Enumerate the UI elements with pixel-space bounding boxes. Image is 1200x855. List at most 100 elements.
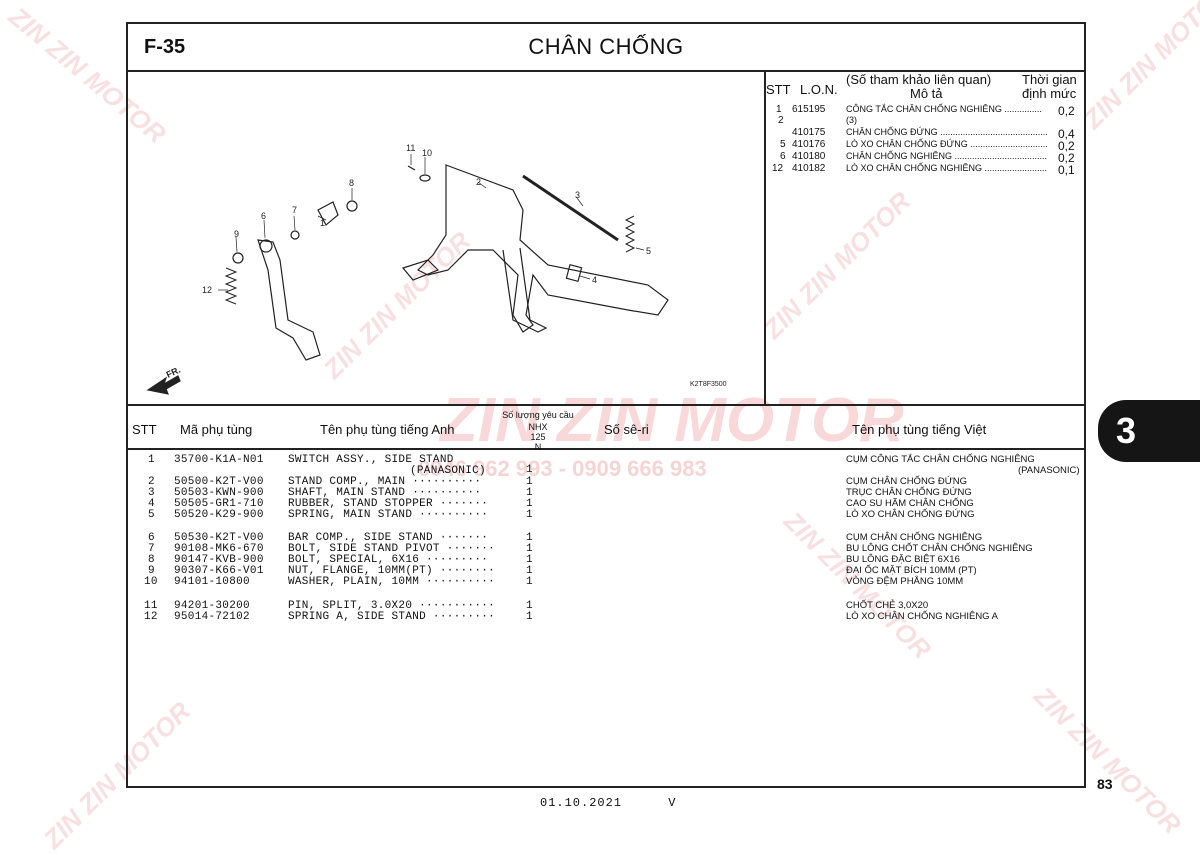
lon-time: 0,1 xyxy=(1058,163,1075,177)
footer-mark: V xyxy=(668,796,677,810)
cell-name-vn: LÒ XO CHÂN CHỐNG NGHIÊNG A xyxy=(846,611,999,622)
cell-part-no: 50520-K29-900 xyxy=(174,509,264,521)
lon-row: 1 615195 CÔNG TẮC CHÂN CHỐNG NGHIÊNG ...… xyxy=(764,104,1084,118)
cell-name-vn: BU LÔNG CHỐT CHÂN CHỐNG NGHIÊNG xyxy=(846,543,1033,554)
lon-header-desc-1: (Số tham khảo liên quan) xyxy=(846,72,992,87)
lon-desc: (3) xyxy=(846,115,857,125)
parts-table-header: STT Mã phụ tùng Tên phụ tùng tiếng Anh S… xyxy=(128,404,1084,452)
cell-part-no: 50505-GR1-710 xyxy=(174,498,264,510)
cell-stt: 1 xyxy=(148,454,155,466)
cell-stt: 2 xyxy=(148,476,155,488)
table-row: 10 94101-10800 WASHER, PLAIN, 10MM ·····… xyxy=(128,576,1084,588)
lon-header-time-2: định mức xyxy=(1022,86,1077,101)
callout-line xyxy=(293,215,296,231)
callout-6: 6 xyxy=(261,211,266,221)
table-row: 7 90108-MK6-670 BOLT, SIDE STAND PIVOT ·… xyxy=(128,543,1084,555)
page-footer: 01.10.2021 V xyxy=(540,796,676,810)
side-stand-pivot xyxy=(259,239,273,253)
cell-qty: 1 xyxy=(526,543,533,555)
cell-qty: 1 xyxy=(526,576,533,588)
lon-header-stt: STT xyxy=(766,82,791,97)
stand-diagram-svg: 1 2 3 4 5 6 7 8 9 10 11 12 FR. K2T8F3500 xyxy=(146,143,727,395)
callout-11: 11 xyxy=(406,143,415,153)
qty-header-line-3: 125 xyxy=(530,432,546,442)
table-row: 8 90147-KVB-900 BOLT, SPECIAL, 6X16 ····… xyxy=(128,554,1084,566)
lon-desc: LÒ XO CHÂN CHỐNG ĐỨNG ..................… xyxy=(846,139,1048,149)
cell-stt: 11 xyxy=(144,600,158,612)
table-row: 2 50500-K2T-V00 STAND COMP., MAIN ······… xyxy=(128,476,1084,488)
cell-stt: 3 xyxy=(148,487,155,499)
nut-part xyxy=(232,252,244,264)
lon-row: 2 (3) xyxy=(764,115,1084,126)
cell-name-vn: CỤM CÔNG TẮC CHÂN CHỐNG NGHIÊNG xyxy=(846,454,1035,465)
section-tab: 3 xyxy=(1098,400,1200,462)
lon-row: 12 410182 LÒ XO CHÂN CHỐNG NGHIÊNG .....… xyxy=(764,163,1084,177)
washer-part xyxy=(419,174,431,182)
cell-qty: 1 xyxy=(526,464,533,476)
cell-name-en: SWITCH ASSY., SIDE STAND xyxy=(288,454,454,466)
page-header: F-35 CHÂN CHỐNG xyxy=(128,24,1084,72)
figure-code: F-35 xyxy=(144,36,186,58)
exploded-diagram: 1 2 3 4 5 6 7 8 9 10 11 12 FR. K2T8F3500 xyxy=(128,70,766,404)
side-stand-switch-part xyxy=(317,201,339,226)
cell-part-no: 95014-72102 xyxy=(174,611,250,623)
lon-code: 410180 xyxy=(792,151,826,162)
lon-header-lon: L.O.N. xyxy=(800,82,838,97)
catalog-page-frame: F-35 CHÂN CHỐNG xyxy=(126,22,1086,788)
cell-name-vn: CỤM CHÂN CHỐNG NGHIÊNG xyxy=(846,532,983,543)
cell-name-en: NUT, FLANGE, 10MM(PT) ········ xyxy=(288,565,496,577)
cell-part-no: 90108-MK6-670 xyxy=(174,543,264,555)
qty-header-line-4: N xyxy=(534,442,542,452)
cell-part-no: 94101-10800 xyxy=(174,576,250,588)
col-header-qty: Số lượng yêu cầu NHX 125 N xyxy=(478,410,598,452)
cell-name-en: PIN, SPLIT, 3.0X20 ··········· xyxy=(288,600,496,612)
main-spring-part xyxy=(624,215,636,253)
cell-qty: 1 xyxy=(526,611,533,623)
cell-name-en: BOLT, SPECIAL, 6X16 ········· xyxy=(288,554,489,566)
watermark-brand-topright: ZIN ZIN MOTOR xyxy=(1077,0,1200,135)
cell-stt: 5 xyxy=(148,509,155,521)
lon-desc: CHÂN CHỐNG NGHIÊNG .....................… xyxy=(846,151,1048,161)
cell-name-en: SHAFT, MAIN STAND ·········· xyxy=(288,487,482,499)
lon-desc: CHÂN CHỐNG ĐỨNG ........................… xyxy=(846,127,1048,137)
callout-line xyxy=(263,219,266,239)
lon-header-time-1: Thời gian xyxy=(1022,72,1077,87)
cell-name-vn: VÒNG ĐỆM PHẲNG 10MM xyxy=(846,576,964,587)
bolt-part xyxy=(290,230,300,240)
callout-line xyxy=(635,247,645,251)
lon-stt: 12 xyxy=(772,163,784,174)
cell-stt: 7 xyxy=(148,543,155,555)
lon-row: 6 410180 CHÂN CHỐNG NGHIÊNG ............… xyxy=(764,151,1084,165)
split-pin-part xyxy=(407,165,416,171)
table-row: 1 35700-K1A-N01 SWITCH ASSY., SIDE STAND… xyxy=(128,454,1084,476)
cell-name-en: RUBBER, STAND STOPPER ······· xyxy=(288,498,489,510)
lon-time: 0,2 xyxy=(1058,151,1075,165)
table-row: 5 50520-K29-900 SPRING, MAIN STAND ·····… xyxy=(128,509,1084,521)
table-row: 12 95014-72102 SPRING A, SIDE STAND ····… xyxy=(128,611,1084,623)
callout-4: 4 xyxy=(592,275,597,285)
table-row-continuation: (PANASONIC) (PANASONIC) xyxy=(128,465,1084,477)
cell-name-vn: ĐAI ỐC MẶT BÍCH 10MM (PT) xyxy=(846,565,977,576)
cell-part-no: 50503-KWN-900 xyxy=(174,487,264,499)
section-number: 3 xyxy=(1116,410,1137,451)
lon-row: 5 410176 LÒ XO CHÂN CHỐNG ĐỨNG .........… xyxy=(764,139,1084,153)
cell-name-en: BAR COMP., SIDE STAND ······· xyxy=(288,532,489,544)
cell-name-vn: CHỐT CHẺ 3,0X20 xyxy=(846,600,929,611)
cell-name-vn: LÒ XO CHÂN CHỐNG ĐỨNG xyxy=(846,509,975,520)
cell-part-no: 35700-K1A-N01 xyxy=(174,454,264,466)
page-title: CHÂN CHỐNG xyxy=(528,34,684,59)
cell-name-vn-2: (PANASONIC) xyxy=(1018,465,1080,476)
callout-7: 7 xyxy=(292,205,297,215)
cell-stt: 8 xyxy=(148,554,155,566)
callout-12: 12 xyxy=(202,285,212,295)
cell-name-en: SPRING A, SIDE STAND ········· xyxy=(288,611,496,623)
lon-desc: LÒ XO CHÂN CHỐNG NGHIÊNG ...............… xyxy=(846,163,1048,173)
callout-line xyxy=(579,275,591,280)
cell-part-no: 90147-KVB-900 xyxy=(174,554,264,566)
callout-10: 10 xyxy=(422,148,432,158)
cell-stt: 12 xyxy=(144,611,158,623)
cell-qty: 1 xyxy=(526,476,533,488)
cell-part-no: 50500-K2T-V00 xyxy=(174,476,264,488)
callout-5: 5 xyxy=(646,246,651,256)
cell-qty: 1 xyxy=(526,509,533,521)
